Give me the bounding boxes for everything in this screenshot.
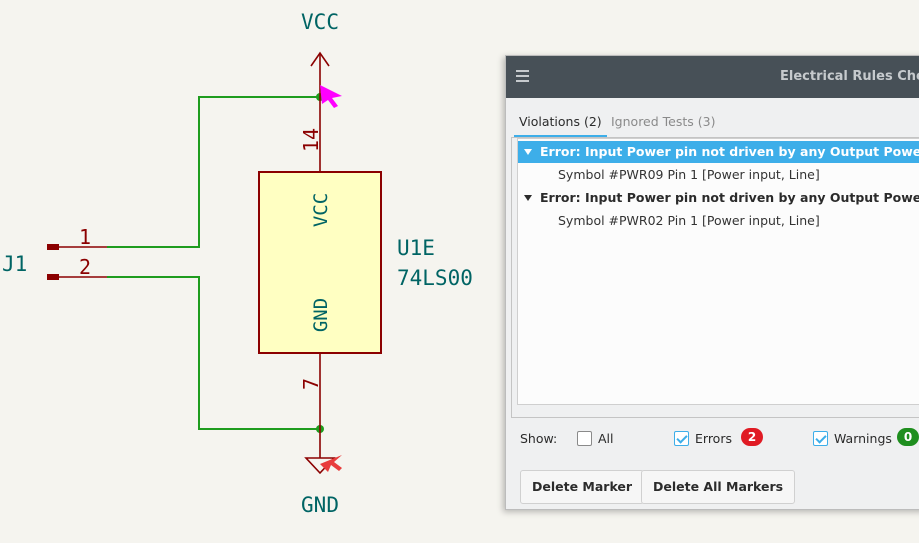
connector-pin1-number: 1	[79, 225, 91, 249]
ic-body[interactable]	[258, 171, 382, 354]
violation-detail: Symbol #PWR02 Pin 1 [Power input, Line]	[558, 213, 820, 228]
severity-filter-row: Show: All Errors 2 Warnings 0	[520, 428, 919, 450]
delete-marker-button[interactable]: Delete Marker	[520, 470, 645, 504]
tab-violations[interactable]: Violations (2)	[514, 109, 607, 137]
violation-detail-row[interactable]: Symbol #PWR02 Pin 1 [Power input, Line]	[518, 210, 919, 232]
gnd-power-label: GND	[301, 493, 339, 517]
dialog-title: Electrical Rules Checker	[780, 69, 919, 84]
violation-row[interactable]: Error: Input Power pin not driven by any…	[518, 141, 919, 163]
ic-value: 74LS00	[397, 266, 473, 290]
connector-pin2-number: 2	[79, 255, 91, 279]
violations-tab-panel: Error: Input Power pin not driven by any…	[511, 137, 919, 418]
dialog-titlebar[interactable]: Electrical Rules Checker	[506, 56, 919, 98]
warnings-count-badge: 0	[897, 428, 919, 446]
erc-dialog: Electrical Rules Checker Violations (2) …	[505, 55, 919, 510]
vcc-power-label: VCC	[301, 10, 339, 34]
connector-reference: J1	[2, 252, 27, 276]
connector-j1[interactable]	[47, 244, 107, 280]
ic-pin-bottom-name: GND	[310, 298, 332, 332]
errors-count-badge: 2	[741, 428, 763, 446]
violation-detail-row[interactable]: Symbol #PWR09 Pin 1 [Power input, Line]	[518, 164, 919, 186]
wires	[107, 96, 320, 430]
erc-marker-icon[interactable]	[320, 455, 342, 472]
violation-title: Error: Input Power pin not driven by any…	[540, 144, 919, 159]
ic-pin-top-name: VCC	[310, 193, 332, 227]
expand-arrow-icon[interactable]	[524, 195, 532, 201]
ic-pin-top-number: 14	[299, 128, 323, 152]
erc-marker-selected-icon[interactable]	[320, 85, 342, 108]
violation-detail: Symbol #PWR09 Pin 1 [Power input, Line]	[558, 167, 820, 182]
tab-ignored-tests[interactable]: Ignored Tests (3)	[611, 114, 716, 129]
violation-row[interactable]: Error: Input Power pin not driven by any…	[518, 187, 919, 209]
delete-all-markers-button[interactable]: Delete All Markers	[641, 470, 796, 504]
violations-tree[interactable]: Error: Input Power pin not driven by any…	[517, 138, 919, 405]
wire-vcc-to-pin1[interactable]	[107, 96, 320, 248]
show-label: Show:	[520, 431, 558, 446]
ic-reference: U1E	[397, 236, 435, 260]
hamburger-menu-icon[interactable]	[516, 70, 529, 82]
expand-arrow-icon[interactable]	[524, 149, 532, 155]
vcc-power-symbol[interactable]	[310, 51, 330, 97]
wire-gnd-to-pin2[interactable]	[107, 276, 320, 430]
violation-title: Error: Input Power pin not driven by any…	[540, 190, 919, 205]
ic-pin-bottom-number: 7	[299, 378, 323, 390]
